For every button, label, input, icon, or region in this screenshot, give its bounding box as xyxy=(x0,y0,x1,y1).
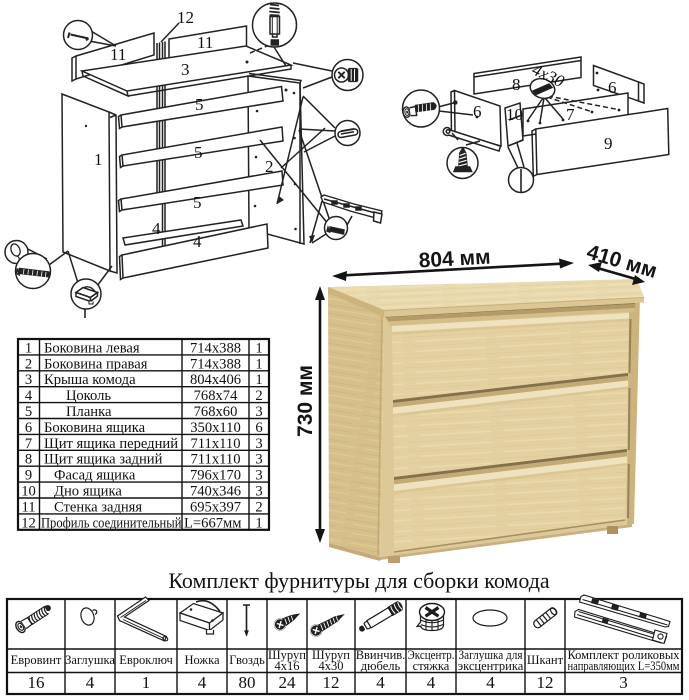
svg-text:1: 1 xyxy=(255,372,262,388)
svg-text:12: 12 xyxy=(177,8,194,27)
svg-text:4: 4 xyxy=(376,673,385,692)
svg-text:2: 2 xyxy=(265,157,274,176)
svg-text:711x110: 711x110 xyxy=(191,436,241,452)
svg-text:Евровинт: Евровинт xyxy=(11,653,62,667)
svg-text:4x30: 4x30 xyxy=(319,659,344,673)
svg-text:дюбель: дюбель xyxy=(361,659,401,673)
svg-text:3: 3 xyxy=(619,673,628,692)
svg-text:Боковина левая: Боковина левая xyxy=(44,340,140,356)
svg-text:350x110: 350x110 xyxy=(190,420,241,436)
svg-text:Шуруп: Шуруп xyxy=(312,648,350,662)
svg-text:Боковина правая: Боковина правая xyxy=(44,356,148,372)
svg-text:Гвоздь: Гвоздь xyxy=(229,653,265,667)
svg-text:4x16: 4x16 xyxy=(275,659,300,673)
svg-text:Щит ящика передний: Щит ящика передний xyxy=(44,436,178,452)
svg-text:714x388: 714x388 xyxy=(190,356,241,372)
svg-text:4: 4 xyxy=(25,388,33,404)
svg-text:1: 1 xyxy=(25,340,32,356)
svg-text:8: 8 xyxy=(512,75,521,94)
svg-text:направляющих L=350мм: направляющих L=350мм xyxy=(568,659,680,673)
svg-text:Щит ящика задний: Щит ящика задний xyxy=(44,452,163,468)
svg-text:Евроключ: Евроключ xyxy=(119,653,173,667)
svg-text:9: 9 xyxy=(604,134,613,153)
svg-text:Фасад ящика: Фасад ящика xyxy=(54,468,136,484)
svg-text:Планка: Планка xyxy=(66,404,112,420)
svg-text:2: 2 xyxy=(25,356,32,372)
svg-text:4: 4 xyxy=(86,673,95,692)
svg-text:Заглушка для: Заглушка для xyxy=(459,648,523,662)
svg-text:2: 2 xyxy=(255,388,262,404)
svg-text:Ввинчив.: Ввинчив. xyxy=(356,648,406,662)
svg-text:8: 8 xyxy=(25,452,32,468)
svg-text:Профиль соединительный: Профиль соединительный xyxy=(41,514,181,530)
svg-text:3: 3 xyxy=(255,484,262,500)
svg-text:Шуруп: Шуруп xyxy=(268,648,306,662)
svg-text:4: 4 xyxy=(427,673,436,692)
svg-text:5: 5 xyxy=(194,143,203,162)
svg-text:Заглушка: Заглушка xyxy=(65,653,115,667)
svg-text:4: 4 xyxy=(198,673,207,692)
svg-text:5: 5 xyxy=(195,95,204,114)
svg-text:3: 3 xyxy=(25,372,32,388)
svg-text:730 мм: 730 мм xyxy=(294,365,317,437)
svg-text:796x170: 796x170 xyxy=(190,468,241,484)
svg-text:3: 3 xyxy=(181,60,190,79)
svg-text:4: 4 xyxy=(486,673,495,692)
svg-text:9: 9 xyxy=(25,468,32,484)
svg-text:16: 16 xyxy=(28,673,45,692)
svg-text:3: 3 xyxy=(255,468,262,484)
svg-text:6: 6 xyxy=(25,420,32,436)
svg-text:Цоколь: Цоколь xyxy=(66,388,111,404)
svg-text:768x74: 768x74 xyxy=(194,388,238,404)
svg-text:12: 12 xyxy=(21,515,36,531)
svg-text:768x60: 768x60 xyxy=(194,404,238,420)
svg-text:12: 12 xyxy=(537,673,554,692)
svg-text:804x406: 804x406 xyxy=(190,372,241,388)
svg-text:3: 3 xyxy=(255,436,262,452)
svg-text:11: 11 xyxy=(110,45,126,64)
svg-text:6: 6 xyxy=(255,420,262,436)
svg-text:1: 1 xyxy=(255,340,262,356)
svg-text:711x110: 711x110 xyxy=(191,452,241,468)
svg-text:3: 3 xyxy=(255,452,262,468)
svg-text:Шкант: Шкант xyxy=(527,653,564,667)
svg-text:6: 6 xyxy=(608,78,617,97)
svg-text:1: 1 xyxy=(142,673,151,692)
svg-text:Стенка задняя: Стенка задняя xyxy=(54,499,142,515)
svg-text:L=667мм: L=667мм xyxy=(184,515,242,531)
svg-text:Боковина ящика: Боковина ящика xyxy=(44,420,146,436)
svg-text:7: 7 xyxy=(25,436,32,452)
svg-text:804 мм: 804 мм xyxy=(418,246,491,273)
svg-text:10: 10 xyxy=(21,484,36,500)
svg-text:3: 3 xyxy=(255,404,262,420)
svg-text:11: 11 xyxy=(21,499,35,515)
svg-text:Эксцентр.: Эксцентр. xyxy=(408,648,455,662)
svg-text:Комплект роликовых: Комплект роликовых xyxy=(567,648,680,662)
svg-text:6: 6 xyxy=(473,102,482,121)
svg-text:1: 1 xyxy=(255,356,262,372)
svg-text:Дно ящика: Дно ящика xyxy=(54,484,122,500)
svg-text:1: 1 xyxy=(255,515,262,531)
svg-text:1: 1 xyxy=(94,150,103,169)
svg-text:695x397: 695x397 xyxy=(190,499,241,515)
svg-text:эксцентрика: эксцентрика xyxy=(458,659,524,673)
svg-text:4: 4 xyxy=(152,219,161,238)
svg-text:10: 10 xyxy=(506,105,523,124)
svg-text:Крыша комода: Крыша комода xyxy=(44,372,136,388)
svg-text:Комплект фурнитуры для сборки: Комплект фурнитуры для сборки комода xyxy=(168,568,550,593)
svg-text:11: 11 xyxy=(197,33,213,52)
svg-text:24: 24 xyxy=(279,673,297,692)
svg-text:12: 12 xyxy=(323,673,340,692)
svg-text:5: 5 xyxy=(25,404,32,420)
svg-text:стяжка: стяжка xyxy=(413,659,450,673)
svg-text:714x388: 714x388 xyxy=(190,340,241,356)
svg-text:4: 4 xyxy=(193,232,202,251)
svg-text:80: 80 xyxy=(239,673,256,692)
svg-text:2: 2 xyxy=(255,499,262,515)
svg-text:740x346: 740x346 xyxy=(190,484,241,500)
svg-text:7: 7 xyxy=(566,105,575,124)
svg-text:Ножка: Ножка xyxy=(184,653,219,667)
svg-text:5: 5 xyxy=(193,193,202,212)
